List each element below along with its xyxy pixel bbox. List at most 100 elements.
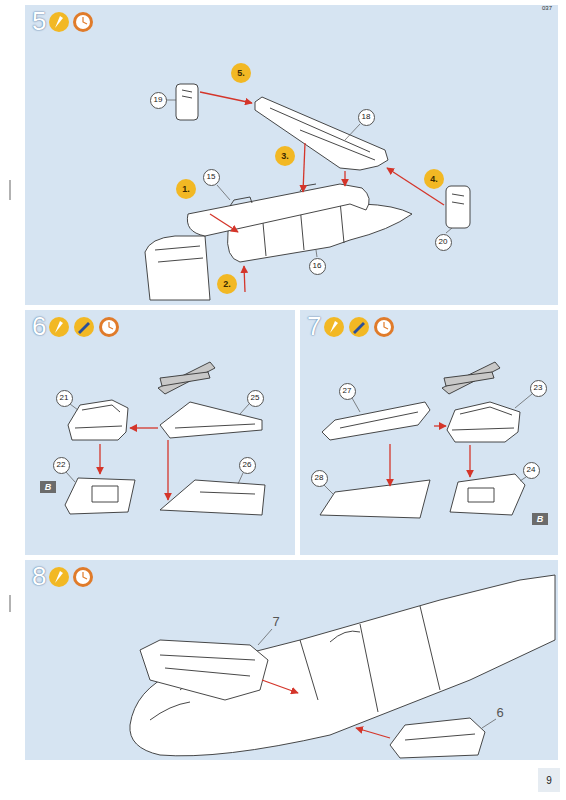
leader-line [258, 629, 272, 645]
leader-line [446, 228, 452, 233]
part-drawing [176, 84, 198, 120]
part-label: 7 [272, 614, 279, 629]
step-icons [102, 320, 116, 334]
callout-number: 24 [527, 466, 536, 474]
part-label: 6 [496, 705, 503, 720]
part-number: 26 [239, 457, 256, 474]
step-icons [49, 317, 69, 337]
leader-line [520, 477, 526, 481]
leader-line [240, 404, 249, 414]
step-panel: 727232824B [300, 310, 558, 555]
step-icons [99, 317, 119, 337]
sequence-callout: 3. [275, 146, 295, 166]
callout-number: 16 [313, 262, 322, 270]
leader-line [70, 404, 78, 410]
panel-ground [9, 595, 11, 612]
step-icons [74, 317, 94, 337]
leader-line [238, 473, 243, 484]
part-drawing [65, 478, 135, 514]
part-drawing [65, 362, 525, 518]
callout-number: 26 [243, 461, 252, 469]
part-drawing [442, 362, 500, 394]
callout-number: 23 [534, 384, 543, 392]
leader-line [166, 100, 176, 101]
step-icons [384, 322, 388, 329]
step-icons [76, 570, 90, 584]
step-icons [55, 571, 63, 583]
step-number: 8 [32, 561, 46, 591]
step-number: 7 [307, 311, 321, 341]
part-number: 16 [309, 258, 326, 275]
marking-flag: B [40, 481, 56, 493]
callout-number: B [537, 515, 544, 524]
part-drawing [175, 424, 255, 428]
step-number: 5 [32, 6, 46, 36]
part-drawing [255, 97, 388, 170]
part-number: 20 [435, 234, 452, 251]
callout-number: 1. [182, 185, 190, 194]
part-drawing [145, 236, 210, 300]
part-drawing [158, 362, 215, 394]
part-number: 18 [358, 109, 375, 126]
part-drawing [320, 480, 430, 518]
step-icons [349, 317, 369, 337]
part-drawing [75, 405, 122, 428]
sequence-callout: 5. [231, 63, 251, 83]
callout-number: 3. [281, 152, 289, 161]
part-drawing [444, 372, 494, 386]
panel-ground [538, 768, 560, 792]
part-drawing [447, 402, 520, 442]
callout-number: 25 [251, 394, 260, 402]
assembly-arrow [387, 168, 444, 205]
part-drawing [322, 402, 430, 440]
part-drawing [390, 718, 485, 758]
sequence-callout: 4. [424, 169, 444, 189]
leader-line [515, 394, 532, 408]
panel-ground [9, 180, 11, 200]
part-number: 22 [53, 457, 70, 474]
callout-number: 15 [207, 173, 216, 181]
leader-line [324, 485, 333, 494]
part-drawing [405, 734, 475, 740]
callout-number: B [45, 483, 52, 492]
step-icons [49, 567, 69, 587]
part-number: 21 [56, 390, 73, 407]
step-icons [374, 317, 394, 337]
part-number: 28 [311, 470, 328, 487]
part-drawing [270, 108, 375, 160]
part-drawing [340, 412, 418, 428]
step-icons [377, 320, 391, 334]
part-drawing [155, 246, 203, 262]
part-drawing [158, 362, 215, 394]
assembly-arrow [99, 444, 100, 474]
part-number: 24 [523, 462, 540, 479]
assembly-arrow [469, 445, 470, 477]
part-drawing [450, 474, 525, 515]
part-drawing [68, 400, 128, 440]
step-panel: 55.19183.154.1.20162. [25, 5, 558, 305]
step-icons [324, 317, 344, 337]
part-drawing [446, 186, 470, 228]
marking-flag: B [532, 513, 548, 525]
leader-line [316, 250, 317, 257]
sequence-callout: 2. [217, 274, 237, 294]
sequence-callout: 1. [176, 179, 196, 199]
part-drawing [452, 194, 464, 204]
part-drawing [160, 655, 255, 676]
assembly-arrow [434, 425, 446, 426]
assembly-arrow [303, 143, 305, 192]
panel-ground [25, 560, 558, 760]
step-icons [330, 321, 338, 333]
part-drawing [140, 640, 268, 700]
step-number: 6 [32, 311, 46, 341]
assembly-arrow [100, 92, 470, 738]
part-drawing [92, 486, 118, 502]
page-code: 037 [542, 5, 552, 11]
part-drawing [442, 362, 500, 394]
step-icons [76, 15, 90, 29]
leader-line [66, 472, 75, 482]
assembly-arrow [210, 214, 238, 232]
part-drawing [468, 488, 494, 502]
leader-line [217, 185, 230, 200]
